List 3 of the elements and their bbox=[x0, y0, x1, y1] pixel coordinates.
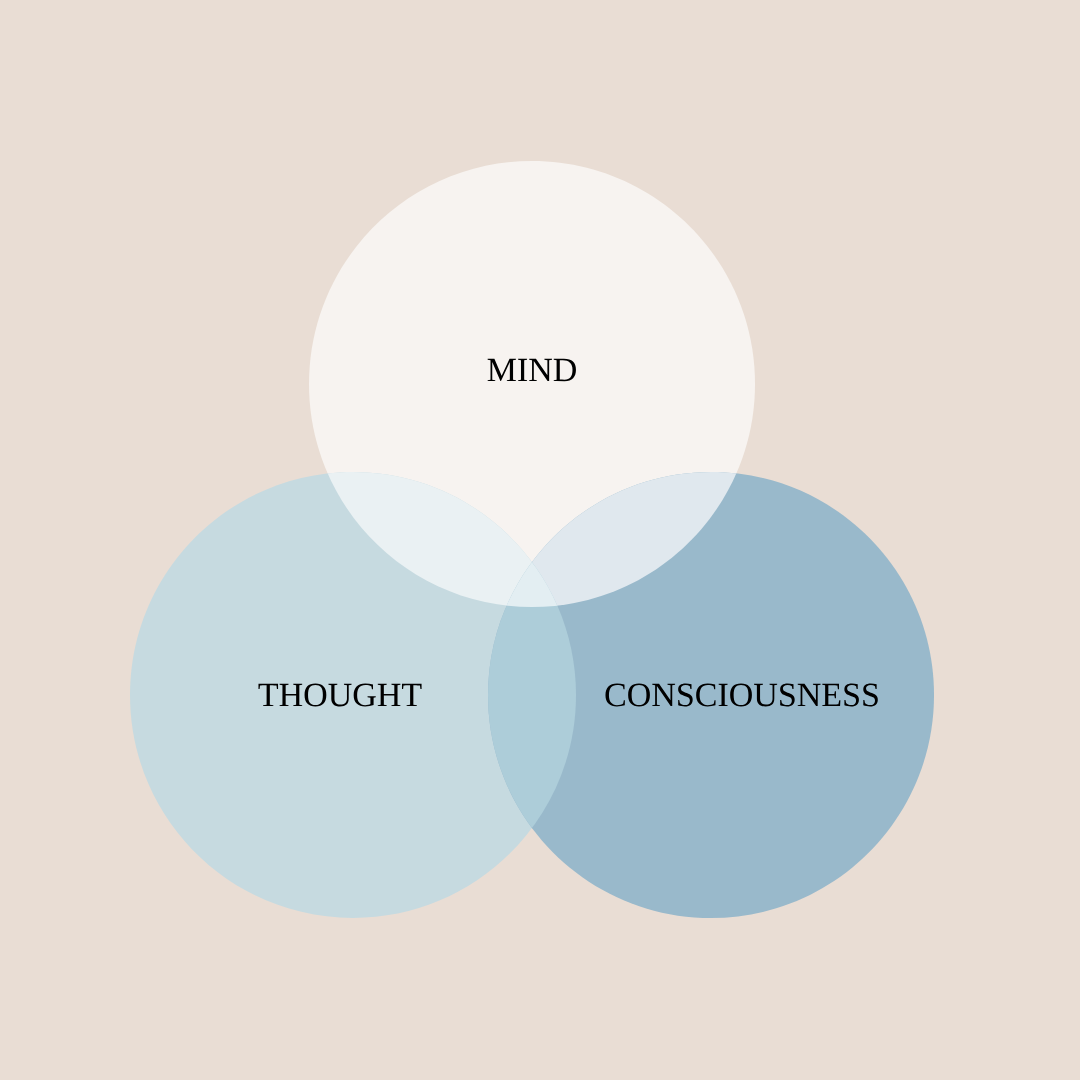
circle-label: MIND bbox=[487, 358, 576, 382]
circle-label: CONSCIOUSNESS bbox=[605, 683, 878, 707]
circle-label: THOUGHT bbox=[258, 683, 422, 707]
